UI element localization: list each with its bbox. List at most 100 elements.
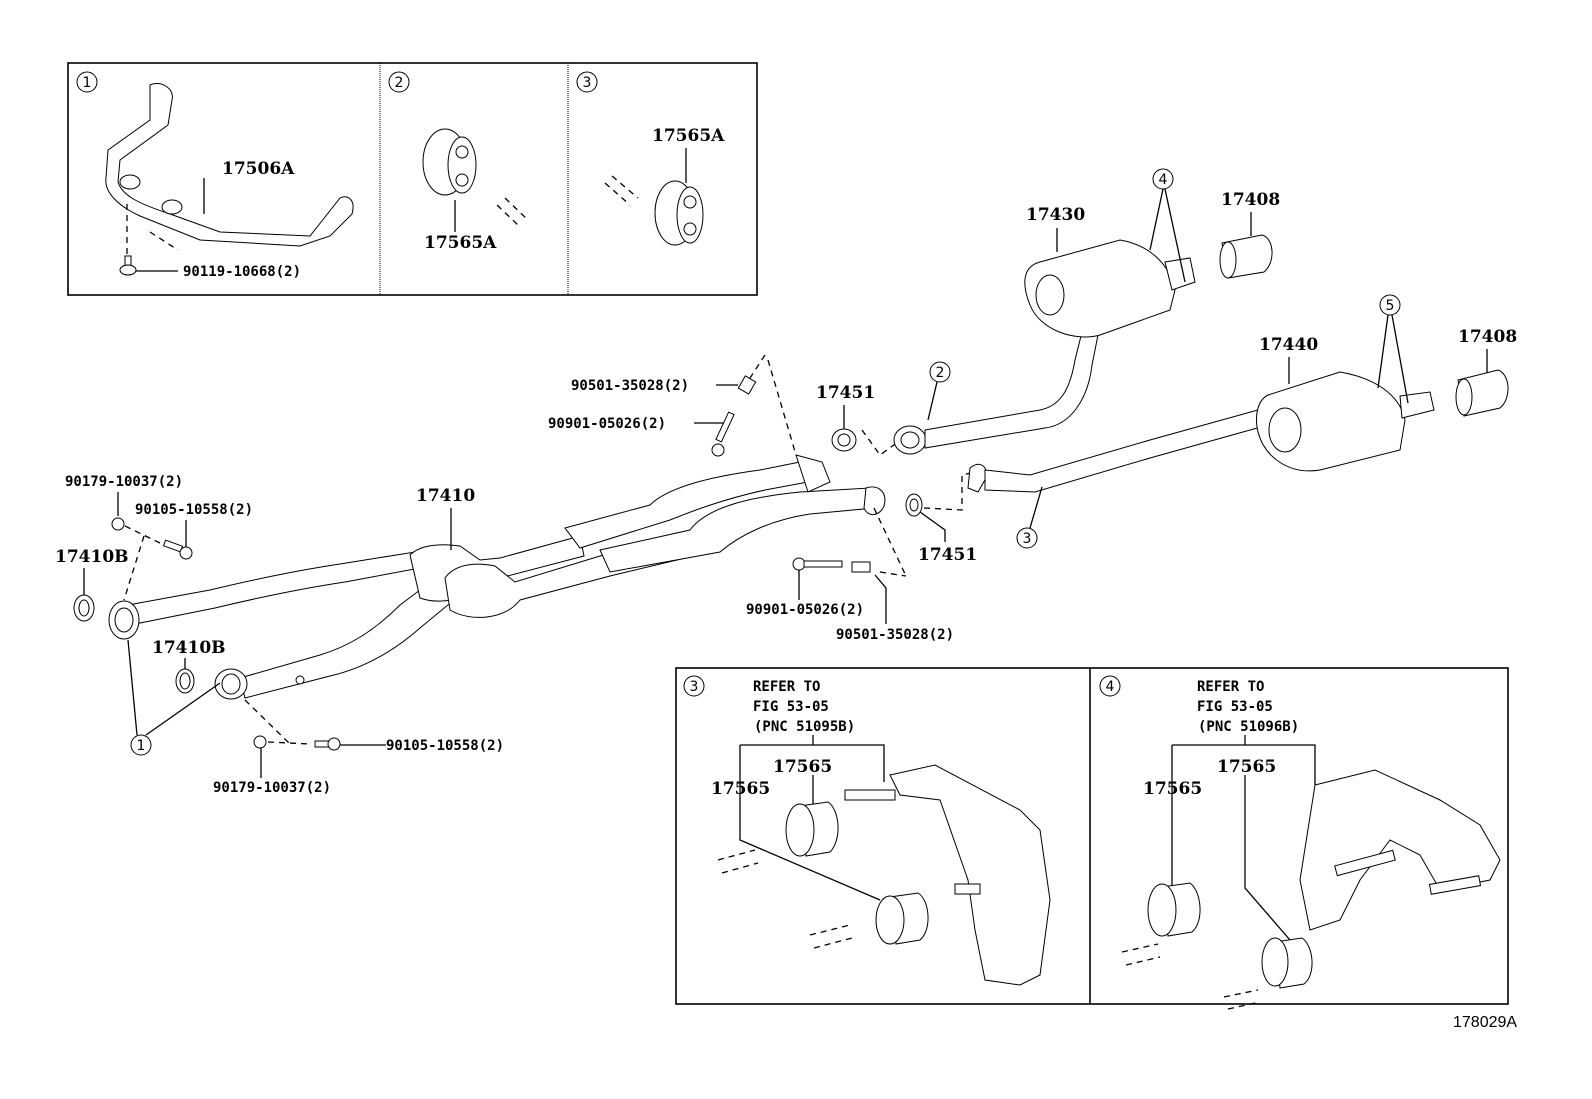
- front-pipe-lower-branch[interactable]: [239, 574, 461, 699]
- part-label-17565-a[interactable]: 17565: [1217, 757, 1276, 777]
- muffler-hanger-bracket: [1399, 391, 1435, 419]
- hanger-rod-dashed: [604, 175, 639, 206]
- hanger-rod-dashed: [809, 924, 853, 949]
- part-label-17506A[interactable]: 17506A: [222, 159, 295, 179]
- callout-number: 3: [583, 75, 592, 91]
- muffler-17440[interactable]: [1255, 371, 1406, 472]
- rubber-hanger-icon: [1147, 882, 1201, 937]
- bottom-panels-frame: [675, 667, 1509, 1005]
- callout-circle-4: [1099, 675, 1121, 697]
- leader-line: [1029, 486, 1043, 529]
- hanger-rod-dashed: [1223, 989, 1261, 1010]
- part-label-17565A[interactable]: 17565A: [424, 233, 497, 253]
- part-label-90105-10558-lower[interactable]: 90105-10558(2): [386, 738, 504, 754]
- bolt-icon: [314, 737, 341, 751]
- body-bracket: [889, 764, 1051, 986]
- hanger-bracket-17506A: [105, 83, 354, 247]
- part-label-90179-10037-lower[interactable]: 90179-10037(2): [213, 780, 331, 796]
- part-label-17565-b[interactable]: 17565: [1143, 779, 1202, 799]
- part-label-17410B-upper[interactable]: 17410B: [55, 547, 129, 567]
- part-label-90901-05026-upper[interactable]: 90901-05026(2): [548, 416, 666, 432]
- part-label-17565-b[interactable]: 17565: [711, 779, 770, 799]
- part-label-90105-10558-upper[interactable]: 90105-10558(2): [135, 502, 253, 518]
- inset-panel-1: 1 17506A 90119-10668(2): [76, 71, 354, 280]
- part-label-90501-35028-upper[interactable]: 90501-35028(2): [571, 378, 689, 394]
- part-label-17565-a[interactable]: 17565: [773, 757, 832, 777]
- hanger-rod-dashed: [717, 849, 759, 874]
- bracket-grommet: [119, 174, 141, 190]
- part-label-17565A[interactable]: 17565A: [652, 126, 725, 146]
- leader-dashed: [244, 699, 311, 745]
- leader-dashed: [149, 231, 179, 251]
- mid-pipe-lower[interactable]: [599, 487, 875, 573]
- rubber-hanger-icon: [1261, 937, 1313, 989]
- callout-number: 3: [1023, 531, 1032, 547]
- inset-panel-2: 2 17565A: [388, 71, 529, 253]
- pipe-flange: [967, 463, 987, 493]
- callout-number: 1: [137, 738, 146, 754]
- o2-sensor-boss: [295, 675, 305, 685]
- callout-number: 4: [1159, 172, 1168, 188]
- pipe-flange: [795, 454, 831, 493]
- part-label-90501-35028-lower[interactable]: 90501-35028(2): [836, 627, 954, 643]
- refer-text-line-1: REFER TO: [1197, 679, 1264, 695]
- part-label-90179-10037-upper[interactable]: 90179-10037(2): [65, 474, 183, 490]
- leader-dashed: [923, 471, 976, 511]
- callout-circle-3[interactable]: [1016, 527, 1038, 549]
- part-label-17440[interactable]: 17440: [1259, 335, 1318, 355]
- pipe-flange: [863, 486, 886, 515]
- bolt-icon: [711, 411, 735, 457]
- refer-text-line-3[interactable]: (PNC 51096B): [1198, 719, 1299, 735]
- callout-circle-1: [76, 71, 98, 93]
- leader-line: [1149, 188, 1186, 283]
- bottom-panel-4: 4 REFER TO FIG 53-05 (PNC 51096B) 17565 …: [1099, 675, 1501, 1010]
- part-label-17408-right[interactable]: 17408: [1458, 327, 1517, 347]
- front-pipe-upper-branch[interactable]: [127, 551, 421, 626]
- spring-icon: [851, 561, 871, 573]
- bolt-icon: [792, 557, 843, 571]
- bracket-rod: [844, 789, 896, 801]
- gasket-icon: [831, 428, 857, 452]
- part-label-17408-left[interactable]: 17408: [1221, 190, 1280, 210]
- callout-circle-2[interactable]: [929, 361, 951, 383]
- leader-line: [739, 735, 885, 901]
- leader-line: [927, 381, 938, 421]
- leader-line: [127, 639, 221, 736]
- top-inset-panels: 1 17506A 90119-10668(2) 2: [67, 62, 758, 296]
- muffler-17430[interactable]: [1024, 239, 1176, 338]
- rubber-hanger-icon: [422, 128, 477, 196]
- body-bracket: [1299, 769, 1501, 931]
- leader-line: [919, 511, 946, 542]
- pipe-flange: [108, 600, 140, 640]
- hanger-rod-dashed: [496, 197, 529, 228]
- rubber-hanger-icon: [654, 180, 704, 246]
- pipe-flange: [893, 425, 927, 455]
- part-label-17410[interactable]: 17410: [416, 486, 475, 506]
- bracket-grommet: [161, 199, 183, 215]
- leader-dashed: [861, 429, 899, 456]
- main-exhaust-assembly: 17410 17410B 17410B 90179-10037(2) 90105…: [55, 168, 1517, 796]
- leader-line: [874, 574, 887, 624]
- callout-circle-1[interactable]: [130, 734, 152, 756]
- leader-line: [1377, 314, 1409, 404]
- part-label-17451-lower[interactable]: 17451: [918, 545, 977, 565]
- callout-circle-3: [683, 675, 705, 697]
- tail-pipe-left[interactable]: [924, 319, 1101, 449]
- callout-circle-2: [388, 71, 410, 93]
- part-label-17410B-lower[interactable]: 17410B: [152, 638, 226, 658]
- callout-number: 2: [936, 365, 945, 381]
- callout-number: 2: [395, 75, 404, 91]
- callout-circle-5[interactable]: [1379, 294, 1401, 316]
- refer-text-line-3[interactable]: (PNC 51095B): [754, 719, 855, 735]
- part-label-90119-10668[interactable]: 90119-10668(2): [183, 264, 301, 280]
- part-label-90901-05026-lower[interactable]: 90901-05026(2): [746, 602, 864, 618]
- leader-dashed: [873, 507, 907, 577]
- part-label-17430[interactable]: 17430: [1026, 205, 1085, 225]
- part-label-17451-upper[interactable]: 17451: [816, 383, 875, 403]
- bottom-detail-panels: 3 REFER TO FIG 53-05 (PNC 51095B) 17565 …: [675, 667, 1509, 1010]
- figure-id: 178029A: [1453, 1014, 1517, 1031]
- hanger-rod-dashed: [1121, 943, 1161, 966]
- leader-line: [1244, 775, 1291, 941]
- callout-number: 4: [1106, 679, 1115, 695]
